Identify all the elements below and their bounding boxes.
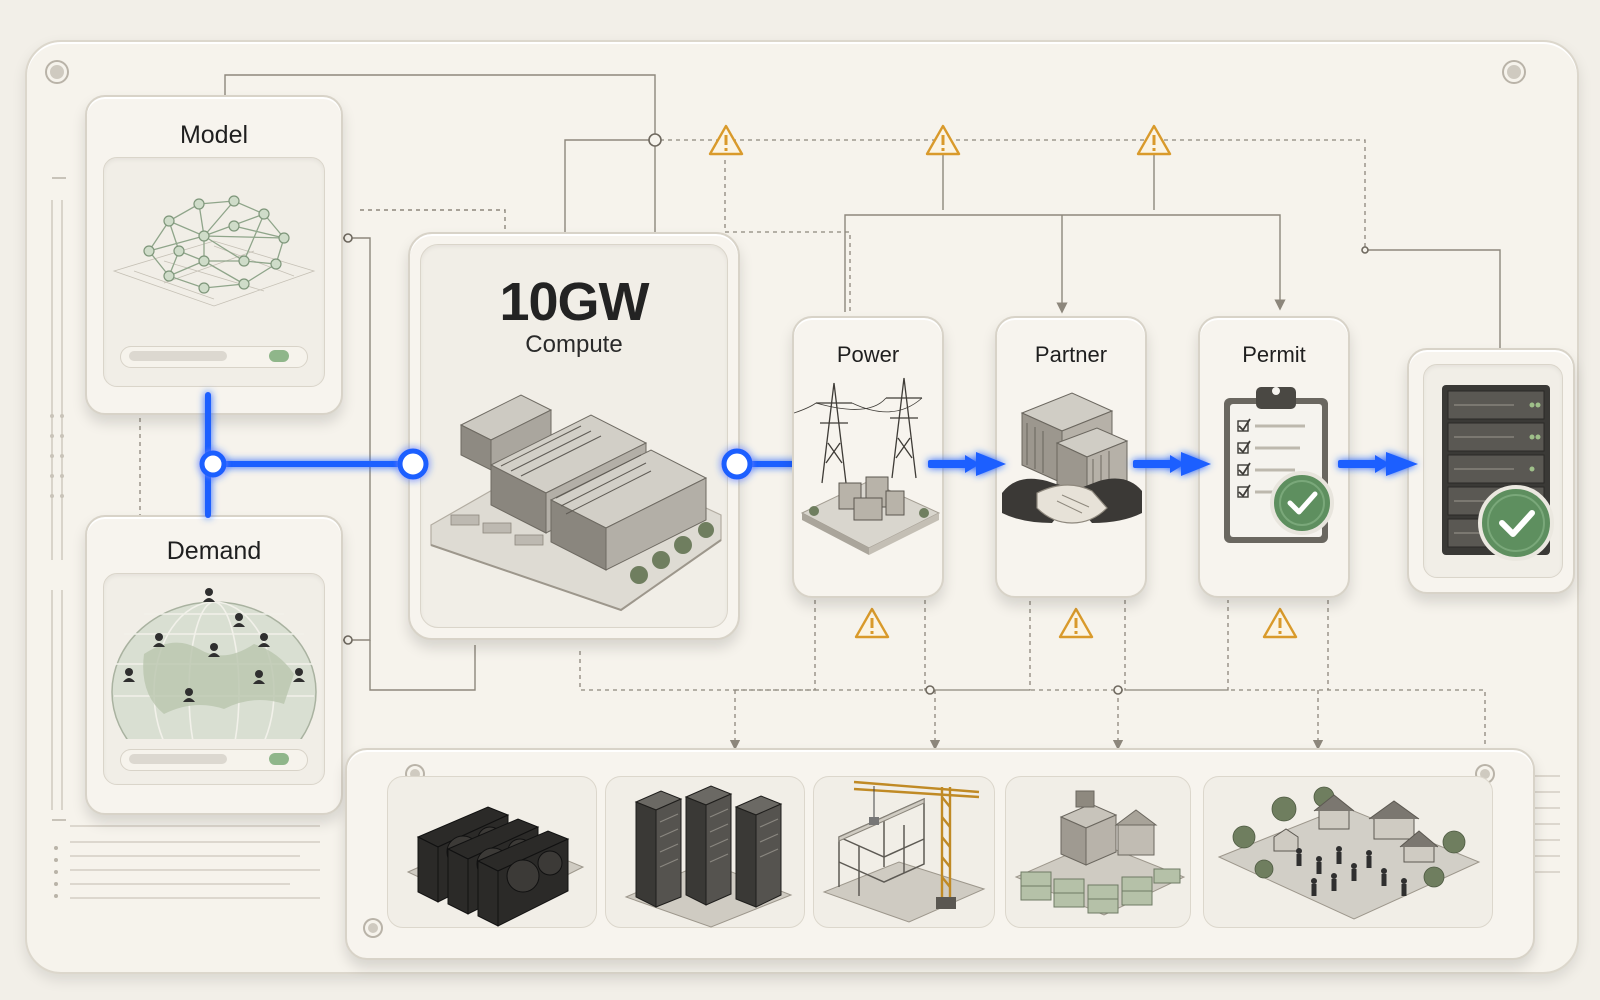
junction-dots — [343, 133, 1369, 695]
left-rail-decoration — [50, 177, 66, 898]
flow-arrow-1 — [928, 452, 1006, 476]
gpu-cards-icon — [406, 806, 585, 927]
operational-inner — [1423, 364, 1563, 578]
flow-node — [397, 448, 429, 480]
compute-label: Compute — [525, 331, 623, 358]
community-land-icon — [1217, 786, 1481, 920]
warning-icon — [925, 124, 961, 156]
operational-card[interactable] — [1407, 348, 1575, 594]
bottom-left-lines — [70, 825, 320, 899]
resource-tile-gpu[interactable] — [387, 776, 597, 928]
permit-card[interactable]: Permit — [1198, 316, 1350, 598]
server-rack-check-icon — [1442, 385, 1554, 561]
model-title: Model — [179, 121, 249, 149]
server-racks-icon — [624, 785, 793, 928]
bank-funding-icon — [1014, 790, 1186, 916]
globe-users-icon — [111, 588, 317, 739]
model-status-bar — [120, 346, 308, 368]
model-card[interactable]: Model — [85, 95, 343, 415]
demand-card[interactable]: Demand — [85, 515, 343, 815]
demand-image-frame — [103, 573, 325, 785]
approved-permit-icon — [1224, 387, 1334, 543]
construction-crane-icon — [822, 780, 986, 923]
compute-inner: 10GW Compute — [420, 244, 728, 628]
status-toggle[interactable] — [269, 753, 289, 765]
corner-screw — [1504, 62, 1524, 82]
partner-title: Partner — [1034, 342, 1108, 367]
demand-status-bar — [120, 749, 308, 771]
model-image-frame — [103, 157, 325, 387]
warning-icon — [708, 124, 744, 156]
compute-card[interactable]: 10GW Compute — [408, 232, 740, 640]
resource-tile-construction[interactable] — [813, 776, 995, 928]
warning-icon — [854, 607, 890, 639]
flow-arrow-2 — [1133, 452, 1211, 476]
flow-arrow-3 — [1338, 452, 1418, 476]
power-card[interactable]: Power — [792, 316, 944, 598]
flow-node — [721, 448, 753, 480]
status-toggle[interactable] — [269, 350, 289, 362]
tray-screw — [365, 920, 381, 936]
warning-icons — [708, 124, 1298, 639]
warning-icon — [1262, 607, 1298, 639]
resource-tile-funding[interactable] — [1005, 776, 1191, 928]
resource-tile-community[interactable] — [1203, 776, 1493, 928]
warning-icon — [1136, 124, 1172, 156]
resources-tray — [345, 748, 1535, 960]
handshake-icon — [1002, 392, 1142, 524]
permit-title: Permit — [1242, 342, 1306, 367]
partner-card[interactable]: Partner — [995, 316, 1147, 598]
flow-node — [199, 450, 227, 478]
warning-icon — [1058, 607, 1094, 639]
status-pill — [129, 351, 227, 361]
power-title: Power — [836, 342, 900, 367]
status-pill — [129, 754, 227, 764]
corner-screw — [47, 62, 67, 82]
resource-tile-servers[interactable] — [605, 776, 805, 928]
dashed-connectors — [139, 139, 1486, 751]
compute-metric: 10GW — [499, 272, 649, 332]
neural-network-icon — [112, 195, 316, 307]
power-grid-icon — [794, 377, 941, 555]
demand-title: Demand — [166, 537, 262, 565]
datacenter-campus-icon — [430, 394, 722, 612]
